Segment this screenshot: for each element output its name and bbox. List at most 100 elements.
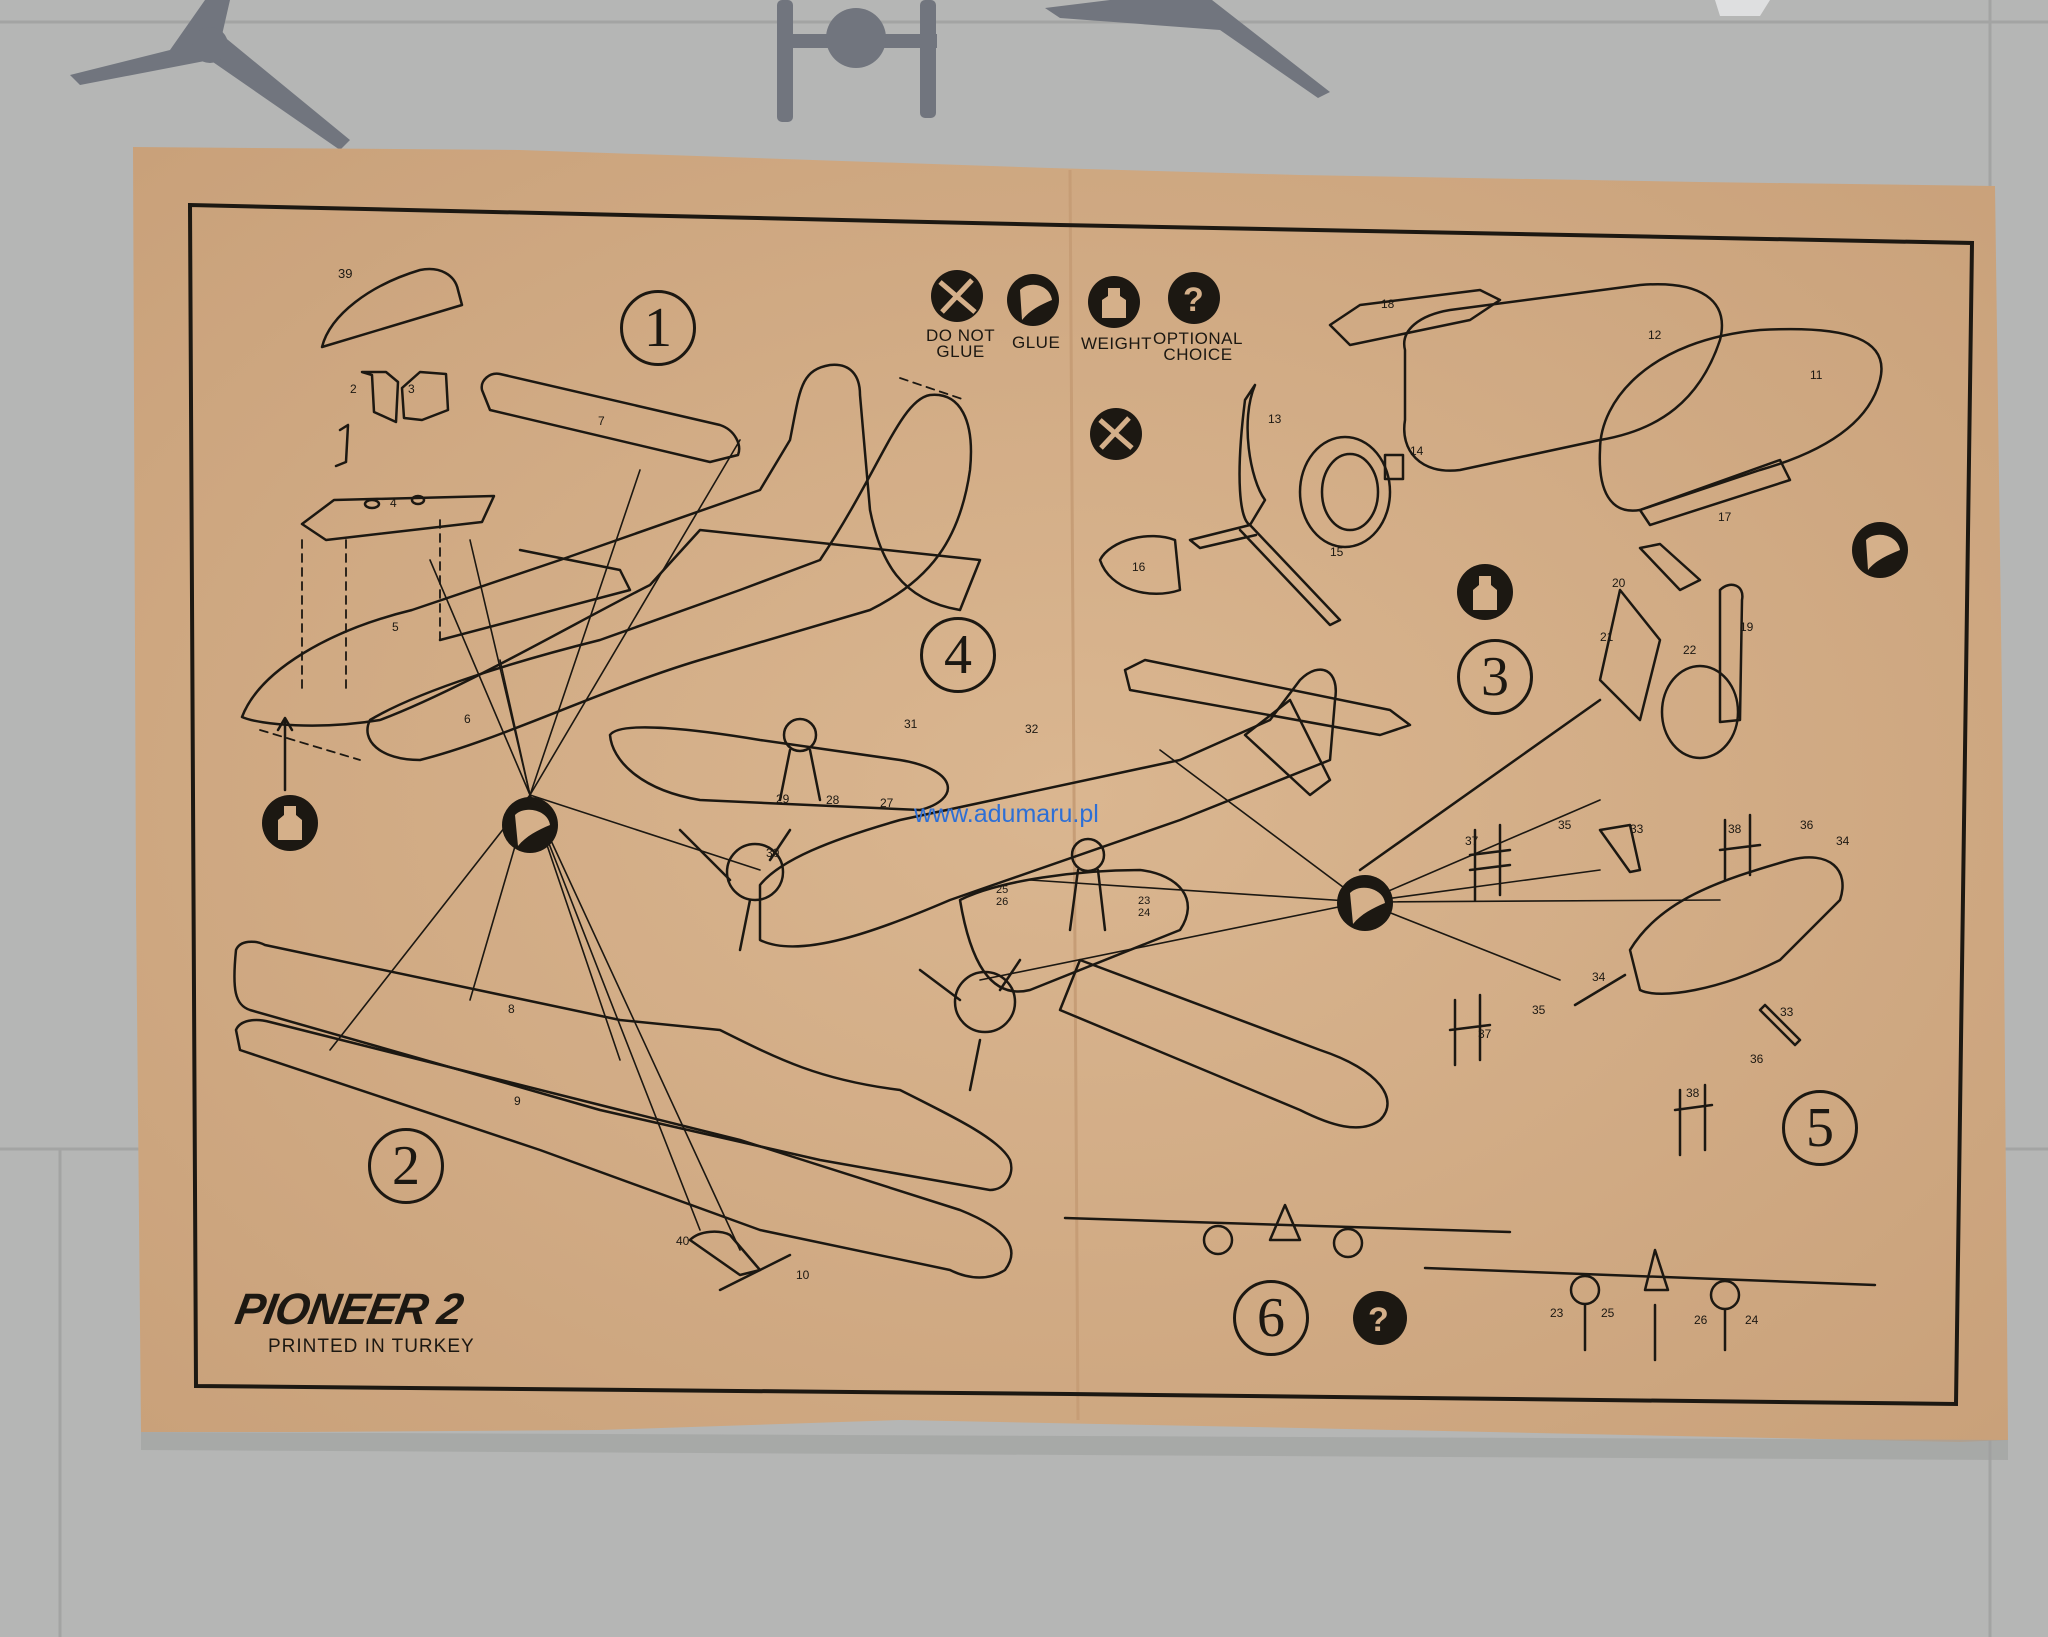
nacelle-part-11: [1598, 327, 1883, 512]
canopy-part-39: [320, 267, 464, 349]
part-label-37b: 37: [1478, 1027, 1492, 1041]
step-number-3: 3: [1457, 639, 1533, 715]
wheel-part-22: [1660, 664, 1740, 760]
svg-text:?: ?: [1183, 281, 1204, 319]
engine-part: [826, 8, 886, 68]
fuselage-half-5: [240, 363, 982, 727]
part-label-23b: 23: [1550, 1306, 1564, 1320]
optional-choice-icon: [1168, 272, 1220, 324]
sprue-post-b: [920, 0, 936, 118]
part-label-30: 30: [766, 846, 780, 860]
part-18: [1328, 288, 1502, 347]
part-label-5: 5: [392, 620, 399, 634]
gear-part-19: [1718, 583, 1744, 724]
legend-optional-choice: OPTIONAL CHOICE: [1153, 329, 1243, 364]
part-label-23-24: 23 24: [1138, 895, 1151, 919]
part-label-6: 6: [464, 712, 471, 726]
part-label-19: 19: [1740, 620, 1754, 634]
part-label-32: 32: [1025, 722, 1039, 736]
legend-do-not-glue: DO NOT GLUE: [926, 326, 996, 361]
step-number-5: 5: [1782, 1090, 1858, 1166]
part-label-36b: 36: [1750, 1052, 1764, 1066]
tailplane-step4: [1123, 658, 1412, 737]
nacelle-part-12: [1402, 283, 1723, 472]
part-label-25b: 25: [1601, 1306, 1615, 1320]
part-label-37a: 37: [1465, 834, 1479, 848]
step-number-2: 2: [368, 1128, 444, 1204]
legend-icons: ?: [931, 270, 1220, 328]
watermark-url: www.adumaru.pl: [914, 800, 1099, 828]
part-label-36a: 36: [1800, 818, 1814, 832]
wing-upper-part-8: [233, 940, 1013, 1192]
fin-step4: [1243, 698, 1332, 797]
front-view-wing-2: [1423, 1266, 1877, 1287]
pilot-head-rear: [1070, 837, 1106, 873]
wing-step4-left: [608, 726, 949, 812]
part-label-9: 9: [514, 1094, 521, 1108]
sheet-shadow: [141, 1432, 2008, 1460]
part-label-16: 16: [1132, 560, 1146, 574]
part-label-35a: 35: [1558, 818, 1572, 832]
part-label-34b: 34: [1592, 970, 1606, 984]
part-label-11: 11: [1810, 368, 1823, 382]
sprue-post-a: [777, 0, 793, 122]
part-label-3: 3: [408, 382, 415, 396]
seat-part-3: [400, 370, 450, 422]
spinner-part-16: [1098, 534, 1182, 595]
body-icons: ?: [262, 408, 1908, 1345]
engine-step4-right: [953, 970, 1017, 1034]
part-label-35b: 35: [1532, 1003, 1546, 1017]
plastic-parts: [70, 0, 1770, 150]
part-label-12: 12: [1648, 328, 1662, 342]
legend-weight: WEIGHT: [1081, 334, 1152, 353]
part-label-7: 7: [598, 414, 605, 428]
wing-lower-part-9: [234, 1018, 1013, 1279]
instruction-sheet: [133, 147, 2008, 1442]
step-number-6: 6: [1233, 1280, 1309, 1356]
cowling-part-15: [1298, 435, 1392, 549]
part-label-2: 2: [350, 382, 357, 396]
line-drawings: [233, 267, 1883, 1362]
antenna-parts-37-38: [1448, 813, 1762, 1157]
gear-part-20: [1638, 542, 1702, 592]
part-label-4: 4: [390, 496, 397, 510]
part-40: [688, 1230, 762, 1277]
part-label-34a: 34: [1836, 834, 1850, 848]
step-number-4: 4: [920, 617, 996, 693]
instruction-border: [187, 202, 1975, 1407]
part-17: [1638, 458, 1792, 527]
part-label-38b: 38: [1686, 1086, 1700, 1100]
part-label-24b: 24: [1745, 1313, 1759, 1327]
legend-glue: GLUE: [1012, 333, 1061, 352]
part-label-17: 17: [1718, 510, 1732, 524]
clear-part: [1715, 0, 1770, 16]
gear-part-21: [1598, 588, 1662, 722]
part-label-25-26: 25 26: [996, 884, 1009, 908]
part-label-31: 31: [904, 717, 918, 731]
part-label-38a: 38: [1728, 822, 1742, 836]
front-view-wing-1: [1063, 1216, 1512, 1234]
part-label-18: 18: [1381, 297, 1395, 311]
stabilizer-part-7: [480, 372, 741, 464]
front-view-tail-1: [1268, 1203, 1302, 1242]
paper-fold: [1068, 169, 1080, 1421]
part-label-33a: 33: [1630, 822, 1644, 836]
seat-part-2: [360, 370, 400, 424]
engine-step4-left: [725, 842, 785, 902]
part-label-20: 20: [1612, 576, 1626, 590]
part-label-39: 39: [338, 266, 353, 281]
part-label-29: 29: [776, 792, 790, 806]
svg-text:?: ?: [1368, 1301, 1389, 1339]
part-label-28: 28: [826, 793, 840, 807]
propeller-part-right: [1045, 0, 1330, 98]
part-33b: [1758, 1003, 1802, 1047]
cockpit-floor-4: [300, 494, 496, 542]
part-34: [1573, 973, 1627, 1007]
wing-step4-right: [1058, 958, 1389, 1129]
pioneer-2-logo: PIONEER 2: [231, 1285, 467, 1334]
part-label-26b: 26: [1694, 1313, 1708, 1327]
part-label-40: 40: [676, 1234, 690, 1248]
fuselage-half-6: [366, 393, 973, 762]
